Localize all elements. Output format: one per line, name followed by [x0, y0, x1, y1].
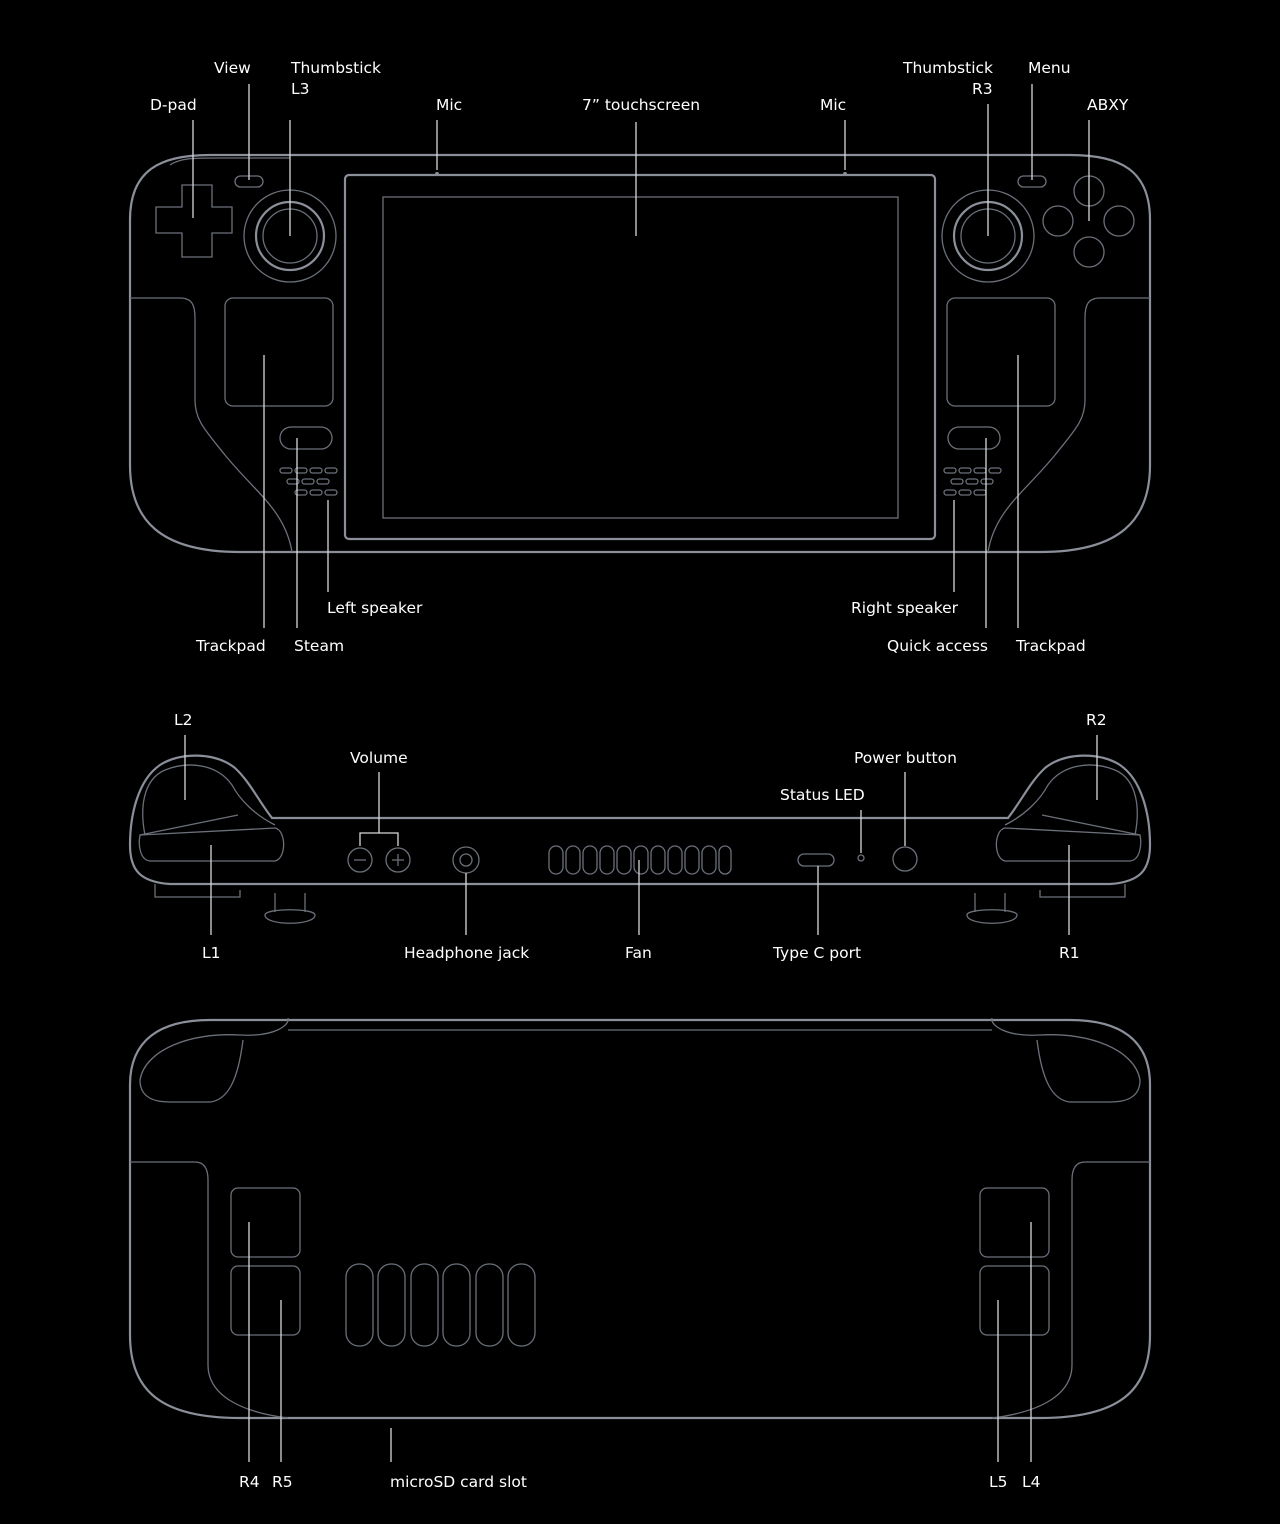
right-speaker-grille	[943, 467, 1002, 496]
back-left-trigger	[139, 1017, 289, 1103]
status-led-shape	[857, 854, 865, 862]
label-thumbstick-l3-line2: L3	[291, 80, 310, 98]
headphone-jack-ring	[452, 846, 480, 874]
front-top-ridge	[169, 157, 290, 166]
label-trackpad-left: Trackpad	[195, 637, 266, 655]
label-headphone-jack: Headphone jack	[404, 944, 529, 962]
r2-trigger-shape	[1004, 764, 1138, 836]
label-l1: L1	[202, 944, 221, 962]
rear-vents	[345, 1263, 536, 1347]
label-menu: Menu	[1028, 59, 1071, 77]
label-r4: R4	[239, 1473, 260, 1491]
front-view: D-pad View Thumbstick L3 Mic 7” touchscr…	[128, 59, 1152, 655]
type-c-port-shape	[797, 853, 835, 867]
mic-left-hole	[435, 172, 439, 176]
back-left-grip-contour	[130, 1161, 289, 1419]
label-microsd-card-slot: microSD card slot	[390, 1473, 527, 1491]
top-leader-lines	[184, 735, 1098, 935]
label-r5: R5	[272, 1473, 293, 1491]
top-view: L2 R2 Volume Power button Status LED L1 …	[128, 711, 1152, 962]
label-volume: Volume	[350, 749, 408, 767]
back-right-trigger	[991, 1017, 1141, 1103]
volume-down-button	[347, 847, 373, 873]
back-body-outline	[128, 1018, 1152, 1420]
label-r1: R1	[1059, 944, 1080, 962]
volume-up-button	[385, 847, 411, 873]
label-view: View	[214, 59, 251, 77]
label-steam: Steam	[294, 637, 344, 655]
label-fan: Fan	[625, 944, 652, 962]
fan-vents	[548, 845, 732, 875]
steam-button-shape	[279, 426, 333, 450]
r4-button-shape	[230, 1187, 301, 1258]
mic-right-hole	[843, 172, 847, 176]
quick-access-button-shape	[947, 426, 1001, 450]
label-thumbstick-l3-line1: Thumbstick	[290, 59, 381, 77]
screen-bezel	[343, 173, 937, 541]
left-stick-top-profile	[154, 884, 316, 924]
label-mic-right: Mic	[820, 96, 846, 114]
back-leader-lines	[248, 1222, 1032, 1462]
l2-split	[139, 814, 239, 836]
label-quick-access: Quick access	[887, 637, 988, 655]
label-left-speaker: Left speaker	[327, 599, 423, 617]
r2-split	[1041, 814, 1141, 836]
touchscreen	[382, 196, 899, 519]
l4-button-shape	[979, 1187, 1050, 1258]
back-right-grip-contour	[991, 1161, 1150, 1419]
label-l2: L2	[174, 711, 193, 729]
left-trackpad-shape	[224, 297, 334, 407]
label-thumbstick-r3-line1: Thumbstick	[902, 59, 993, 77]
front-body-outline	[128, 153, 1152, 554]
l5-button-shape	[979, 1265, 1050, 1336]
headphone-jack-hole	[459, 853, 473, 867]
label-right-speaker: Right speaker	[851, 599, 959, 617]
front-right-grip-contour	[987, 297, 1150, 553]
left-speaker-grille	[279, 467, 338, 496]
front-left-grip-contour	[130, 297, 293, 553]
r5-button-shape	[230, 1265, 301, 1336]
label-thumbstick-r3-line2: R3	[972, 80, 993, 98]
r1-bumper-shape	[995, 827, 1142, 862]
back-view: R4 R5 microSD card slot L5 L4	[128, 1017, 1152, 1491]
label-dpad: D-pad	[150, 96, 197, 114]
power-button-shape	[892, 846, 918, 872]
l2-trigger-shape	[142, 764, 276, 836]
label-power-button: Power button	[854, 749, 957, 767]
l1-bumper-shape	[138, 827, 285, 862]
label-r2: R2	[1086, 711, 1107, 729]
dpad-shape	[155, 184, 233, 258]
label-l4: L4	[1022, 1473, 1041, 1491]
right-stick-top-profile	[966, 884, 1126, 924]
label-trackpad-right: Trackpad	[1015, 637, 1086, 655]
label-abxy: ABXY	[1087, 96, 1129, 114]
label-l5: L5	[989, 1473, 1008, 1491]
label-status-led: Status LED	[780, 786, 865, 804]
label-mic-left: Mic	[436, 96, 462, 114]
label-touchscreen: 7” touchscreen	[582, 96, 700, 114]
front-leader-lines	[192, 84, 1090, 628]
top-body-outline	[128, 754, 1152, 886]
right-trackpad-shape	[946, 297, 1056, 407]
label-type-c-port: Type C port	[772, 944, 861, 962]
